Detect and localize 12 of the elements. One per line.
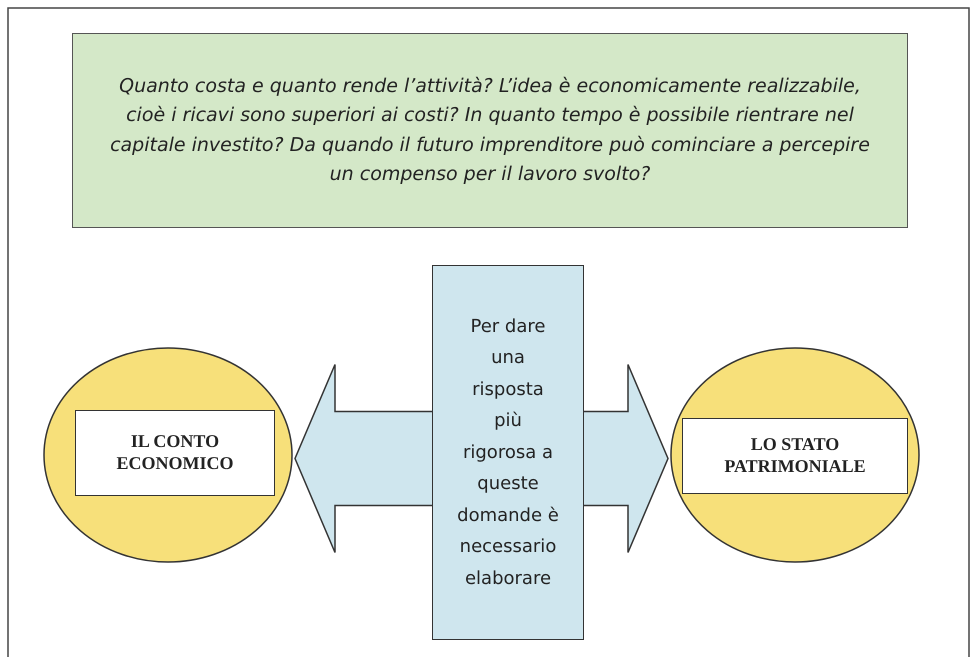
question-box — [72, 33, 908, 228]
block-arrow — [583, 364, 669, 554]
band-text: Per dare una risposta più rigorosa a queste domande è necessario elaborare — [457, 314, 559, 591]
label-box — [75, 410, 275, 496]
circle-shape — [670, 347, 920, 563]
label-box — [682, 418, 908, 494]
block-arrow — [294, 364, 433, 554]
circle-shape — [43, 347, 293, 563]
label-text: LO STATO PATRIMONIALE — [723, 434, 867, 478]
label-text: IL CONTO ECONOMICO — [116, 431, 234, 475]
question-text: Quanto costa e quanto rende l’attività? L’idea è economicamente realizzabile, cioè i ricavi sono superiori ai costi? In quanto tempo è possibile rientrare nel capitale investito? Da quando il futuro imprenditore può cominciare a percepire un compenso per il lavoro svolto? — [109, 74, 871, 187]
arrow-band — [432, 265, 584, 640]
